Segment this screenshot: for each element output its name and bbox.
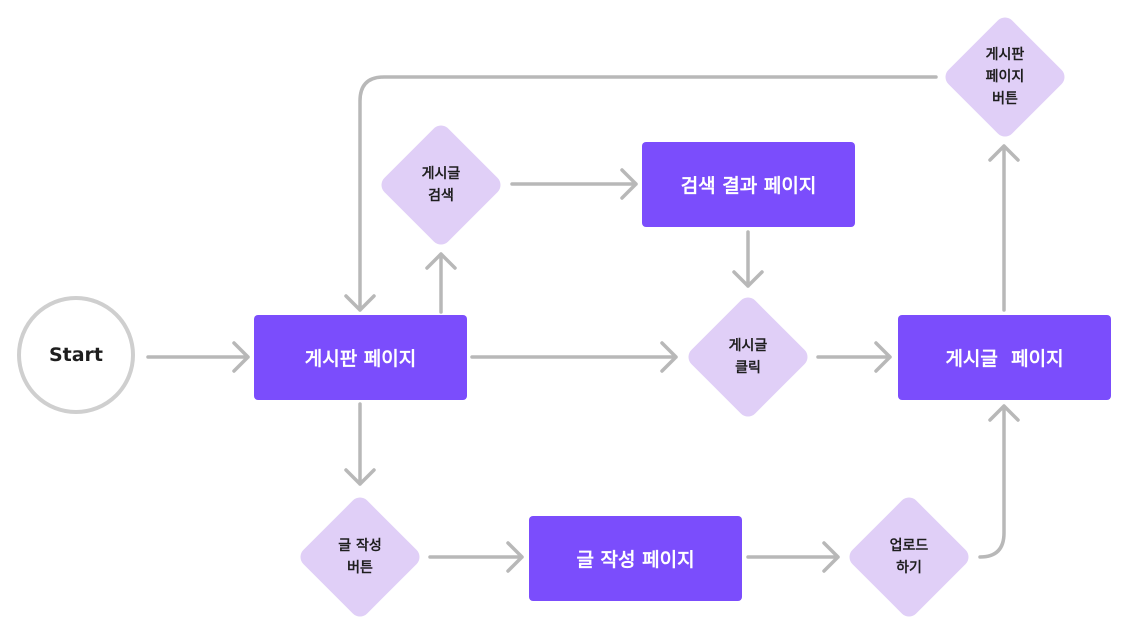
post-click-decision: 게시글 클릭 [683, 292, 813, 422]
arrow-board-to-search [425, 252, 457, 314]
post-search-label: 게시글 검색 [421, 166, 461, 204]
post-search-decision: 게시글 검색 [376, 120, 506, 250]
start-label: Start [48, 344, 104, 366]
arrow-board-to-post-click [470, 341, 678, 373]
board-button-decision: 게시판 페이지 버튼 [940, 12, 1070, 142]
upload-decision: 업로드 하기 [844, 492, 974, 622]
arrow-result-to-post-click [732, 230, 764, 288]
arrow-write-button-to-write [428, 541, 524, 573]
arrow-post-click-to-post [816, 341, 892, 373]
post-page-box: 게시글 페이지 [898, 315, 1111, 400]
start-node: Start [17, 296, 135, 414]
search-result-page-label: 검색 결과 페이지 [680, 175, 817, 197]
board-button-label: 게시판 페이지 버튼 [985, 47, 1025, 107]
upload-label: 업로드 하기 [889, 538, 929, 576]
write-page-box: 글 작성 페이지 [529, 516, 742, 601]
arrow-post-to-board-button [988, 144, 1020, 312]
board-page-label: 게시판 페이지 [304, 348, 417, 370]
arrow-write-to-upload [746, 541, 840, 573]
arrow-board-button-to-board [344, 75, 938, 312]
write-button-label: 글 작성 버튼 [338, 538, 382, 576]
board-page-box: 게시판 페이지 [254, 315, 467, 400]
post-page-label: 게시글 페이지 [945, 348, 1064, 370]
arrow-upload-to-post [978, 404, 1020, 559]
arrow-search-to-result [510, 168, 638, 200]
write-button-decision: 글 작성 버튼 [295, 492, 425, 622]
arrow-start-to-board [146, 341, 250, 373]
arrow-board-to-write-button [344, 402, 376, 486]
search-result-page-box: 검색 결과 페이지 [642, 142, 855, 227]
post-click-label: 게시글 클릭 [728, 338, 768, 376]
write-page-label: 글 작성 페이지 [576, 549, 695, 571]
